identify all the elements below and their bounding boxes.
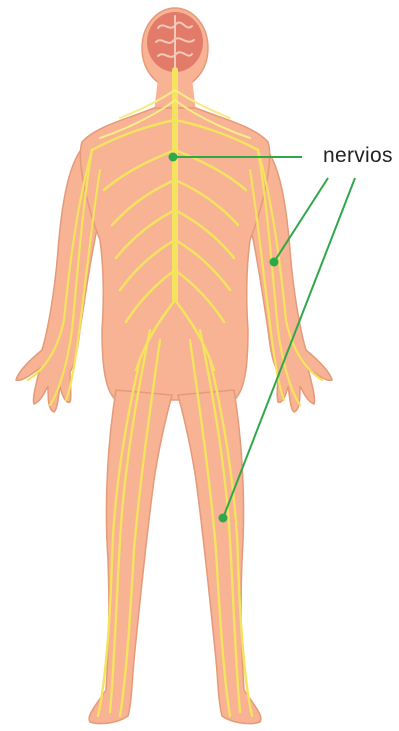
nerves-label: nervios	[323, 145, 393, 166]
leader-point-spine	[169, 153, 178, 162]
leader-point-leg	[219, 514, 228, 523]
leader-point-arm	[270, 258, 279, 267]
brain	[147, 12, 203, 72]
